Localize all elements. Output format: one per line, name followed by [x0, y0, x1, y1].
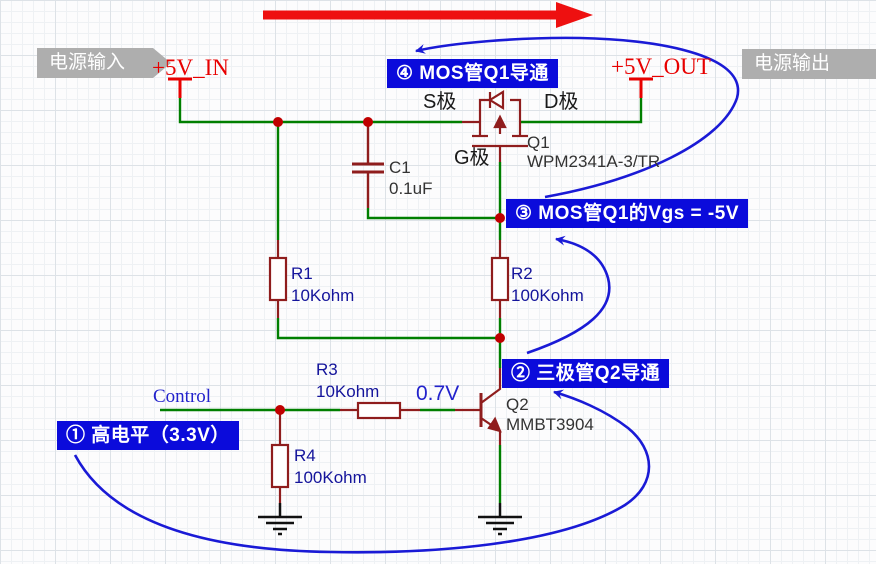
- pin-label-drain: D极: [544, 91, 579, 113]
- r1-value: 10Kohm: [291, 286, 355, 305]
- base-voltage-label: 0.7V: [416, 382, 460, 405]
- step2-badge: ② 三极管Q2导通: [502, 359, 670, 388]
- port-vout-icon: [629, 77, 653, 98]
- q1-designator: Q1: [527, 133, 550, 152]
- step3-badge: ③ MOS管Q1的Vgs = -5V: [506, 199, 749, 228]
- ground-symbol-left: [258, 503, 302, 536]
- power-flow-arrow-icon: [263, 2, 593, 28]
- banner-power-output: 电源输出: [742, 49, 876, 79]
- resistor-r3-symbol: [340, 401, 420, 420]
- r4-value: 100Kohm: [294, 468, 367, 487]
- ground-symbol-right: [478, 503, 522, 536]
- arrow-step1-to-step2: [73, 389, 651, 554]
- c1-designator: C1: [389, 158, 411, 177]
- pmos-q1-symbol: [462, 90, 528, 162]
- arrow-step2-to-step3: [526, 235, 611, 355]
- pin-label-source: S极: [423, 91, 457, 113]
- resistor-r1-symbol: [268, 240, 288, 318]
- q2-value: MMBT3904: [506, 415, 594, 434]
- resistor-r2-symbol: [490, 240, 510, 318]
- r1-designator: R1: [291, 264, 313, 283]
- net-label-5v-out: +5V_OUT: [611, 54, 711, 79]
- c1-value: 0.1uF: [389, 179, 433, 198]
- arrow-step3-to-step4: [415, 36, 740, 199]
- net-label-control: Control: [153, 386, 212, 407]
- junction-dots: [273, 117, 505, 415]
- step1-badge: ① 高电平（3.3V）: [57, 421, 239, 450]
- resistor-r4-symbol: [270, 410, 290, 503]
- annotation-arrows: [73, 36, 740, 554]
- step4-badge: ④ MOS管Q1导通: [387, 59, 558, 88]
- net-label-5v-in: +5V_IN: [152, 55, 229, 80]
- r3-designator: R3: [316, 360, 338, 379]
- r2-value: 100Kohm: [511, 286, 584, 305]
- r3-value: 10Kohm: [316, 382, 380, 401]
- port-vin-icon: [168, 77, 192, 98]
- banner-power-input: 电源输入: [37, 48, 171, 78]
- r2-designator: R2: [511, 264, 533, 283]
- npn-q2-symbol: [455, 368, 502, 445]
- q2-designator: Q2: [506, 395, 529, 414]
- pin-label-gate: G极: [454, 147, 490, 169]
- r4-designator: R4: [294, 446, 316, 465]
- capacitor-c1-symbol: [352, 122, 384, 208]
- q1-value: WPM2341A-3/TR: [527, 152, 661, 171]
